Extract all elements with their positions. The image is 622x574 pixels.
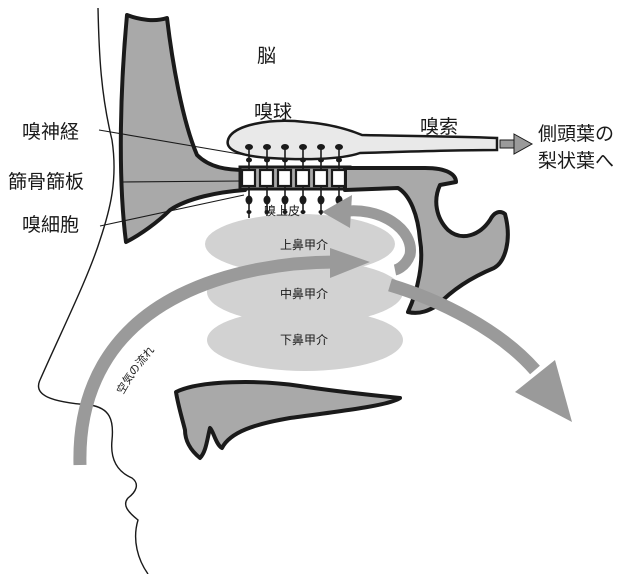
label-superior-concha: 上鼻甲介 [280, 237, 328, 252]
label-airflow: 空気の流れ [113, 344, 157, 397]
exit-airflow-arrowhead [515, 360, 572, 422]
label-olfactory-epithelium: 嗅上皮 [264, 204, 300, 218]
label-olfactory-cell: 嗅細胞 [22, 214, 79, 236]
label-airflow-wrapper: 空気の流れ [113, 344, 157, 397]
label-olfactory-nerve: 嗅神経 [22, 121, 79, 143]
label-olfactory-bulb: 嗅球 [254, 101, 292, 123]
hard-palate [176, 382, 400, 458]
label-destination-line1: 側頭葉の [538, 123, 614, 145]
label-middle-concha: 中鼻甲介 [280, 286, 328, 301]
label-inferior-concha: 下鼻甲介 [280, 332, 328, 347]
label-cribriform-plate: 篩骨篩板 [8, 171, 84, 193]
label-destination-line2: 梨状葉へ [538, 150, 614, 172]
arrow-to-piriform-icon [500, 134, 532, 154]
label-brain: 脳 [257, 45, 276, 67]
exit-airflow-arrow-body [390, 285, 535, 370]
label-olfactory-tract: 嗅索 [420, 116, 458, 138]
